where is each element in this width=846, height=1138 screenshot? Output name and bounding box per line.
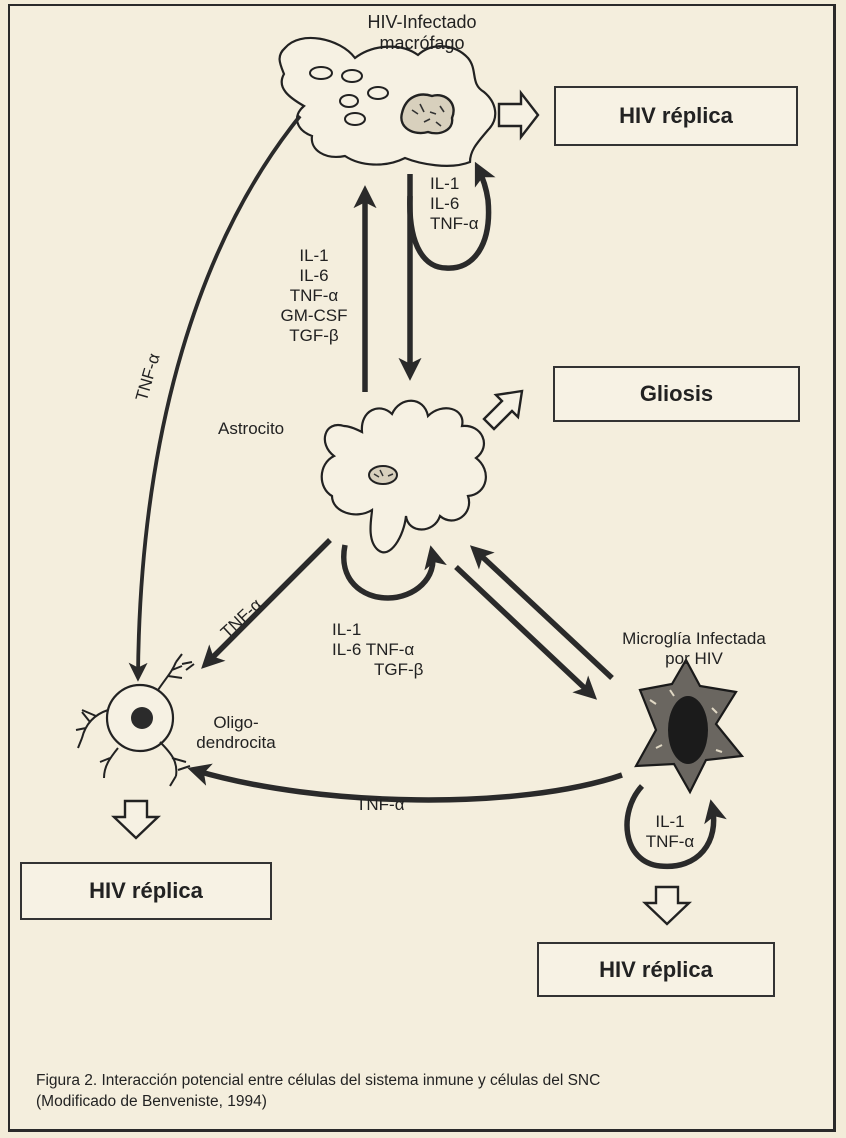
cytokine-label: IL-1 <box>274 246 354 266</box>
astrocyte-to-macrophage-cytokines: IL-1 IL-6 TNF-α GM-CSF TGF-β <box>274 246 354 345</box>
figure-caption: Figura 2. Interacción potencial entre cé… <box>36 1071 600 1113</box>
cytokine-label: IL-1 <box>430 174 479 194</box>
macrophage-cell <box>280 38 496 166</box>
astrocyte-cell <box>322 401 486 553</box>
cytokine-label: IL-6 <box>430 194 479 214</box>
hiv-replica-box-bottom-right: HIV réplica <box>537 942 775 997</box>
cytokine-label: GM-CSF <box>274 306 354 326</box>
arrow-astrocyte-self-loop <box>344 545 433 598</box>
cytokine-label: TNF-α <box>430 214 479 234</box>
arrow-microglia-to-astrocyte <box>475 550 612 678</box>
microglia-label: Microglía Infectada por HIV <box>620 629 768 669</box>
open-arrow-up-right-icon <box>484 391 522 429</box>
gliosis-box: Gliosis <box>553 366 800 422</box>
arrow-astrocyte-to-microglia <box>456 567 592 695</box>
arrow-microglia-to-oligodendrocyte <box>194 770 622 800</box>
microglia-cell <box>636 660 742 792</box>
open-arrow-right-icon <box>499 93 538 137</box>
macrophage-label-text: HIV-Infectado macrófago <box>352 12 492 54</box>
caption-line-2: (Modificado de Benveniste, 1994) <box>36 1092 600 1113</box>
caption-line-1: Figura 2. Interacción potencial entre cé… <box>36 1071 600 1092</box>
cytokine-label: IL-1 <box>332 620 423 640</box>
open-arrow-down-icon <box>645 887 689 924</box>
hiv-replica-box-top: HIV réplica <box>554 86 798 146</box>
macrophage-label: HIV-Infectado macrófago <box>352 12 492 54</box>
cytokine-label: IL-6 <box>274 266 354 286</box>
cytokine-label: TNF-α <box>274 286 354 306</box>
microglia-to-oligo-cytokine: TNF-α <box>356 795 405 815</box>
arrow-astrocyte-to-oligodendrocyte <box>206 540 330 664</box>
macrophage-loop-cytokines: IL-1 IL-6 TNF-α <box>430 174 479 234</box>
cytokine-label: IL-6 TNF-α <box>332 640 423 660</box>
cytokine-label: TNF-α <box>632 832 708 852</box>
oligodendrocyte-label: Oligo- dendrocita <box>196 713 276 753</box>
astrocyte-loop-cytokines: IL-1 IL-6 TNF-α TGF-β <box>332 620 423 680</box>
cytokine-label: TGF-β <box>274 326 354 346</box>
astrocyte-label: Astrocito <box>218 419 284 439</box>
microglia-loop-cytokines: IL-1 TNF-α <box>632 812 708 852</box>
hiv-replica-box-bottom-left: HIV réplica <box>20 862 272 920</box>
cytokine-label: IL-1 <box>632 812 708 832</box>
open-arrow-down-icon <box>114 801 158 838</box>
oligodendrocyte-cell <box>76 654 194 786</box>
cytokine-label: TGF-β <box>332 660 423 680</box>
